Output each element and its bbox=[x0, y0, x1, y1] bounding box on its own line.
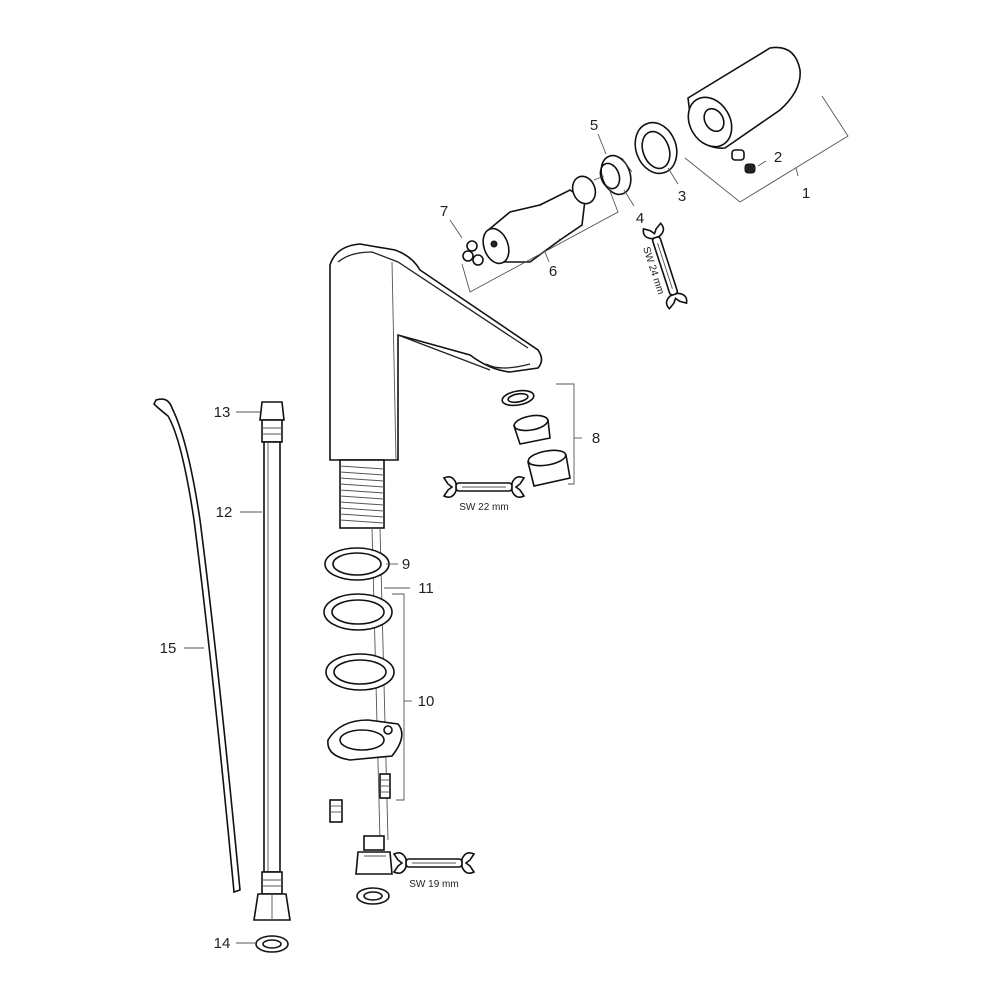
label-11: 11 bbox=[418, 580, 434, 597]
wrench-label-sw19: SW 19 mm bbox=[409, 879, 458, 890]
mounting-screws bbox=[329, 773, 391, 823]
set-screw bbox=[731, 149, 756, 174]
supply-connection bbox=[355, 835, 393, 905]
label-14: 14 bbox=[214, 935, 231, 952]
wrench-label-sw22: SW 22 mm bbox=[459, 502, 508, 513]
label-2: 2 bbox=[774, 149, 782, 166]
pull-rod bbox=[153, 398, 241, 894]
label-13: 13 bbox=[214, 404, 231, 421]
label-8: 8 bbox=[592, 430, 600, 447]
mounting-bracket bbox=[327, 719, 403, 761]
label-9: 9 bbox=[402, 556, 410, 573]
wrench-sw22 bbox=[442, 476, 526, 498]
wrench-sw24 bbox=[642, 222, 688, 310]
cartridge-nut bbox=[599, 154, 633, 196]
seal-ring-10 bbox=[325, 653, 395, 691]
label-12: 12 bbox=[216, 504, 233, 521]
label-10: 10 bbox=[418, 693, 435, 710]
wrench-sw19 bbox=[392, 852, 476, 874]
label-3: 3 bbox=[678, 188, 686, 205]
washer-ring-9 bbox=[324, 547, 390, 581]
cartridge-seals bbox=[462, 240, 484, 266]
flexible-hose bbox=[253, 401, 291, 921]
cover-ring bbox=[634, 121, 678, 175]
part-labels: 1 2 3 4 5 6 7 8 9 10 11 12 13 14 15 bbox=[160, 117, 811, 952]
hose-washer bbox=[255, 935, 289, 953]
cover-cap bbox=[687, 46, 801, 149]
leader-lines bbox=[184, 95, 849, 944]
label-6: 6 bbox=[549, 263, 557, 280]
label-7: 7 bbox=[440, 203, 448, 220]
seal-ring-11 bbox=[323, 593, 393, 631]
label-5: 5 bbox=[590, 117, 598, 134]
label-4: 4 bbox=[636, 210, 644, 227]
label-15: 15 bbox=[160, 640, 177, 657]
cartridge bbox=[482, 175, 605, 265]
label-1: 1 bbox=[802, 185, 810, 202]
aerator-set bbox=[501, 389, 571, 487]
